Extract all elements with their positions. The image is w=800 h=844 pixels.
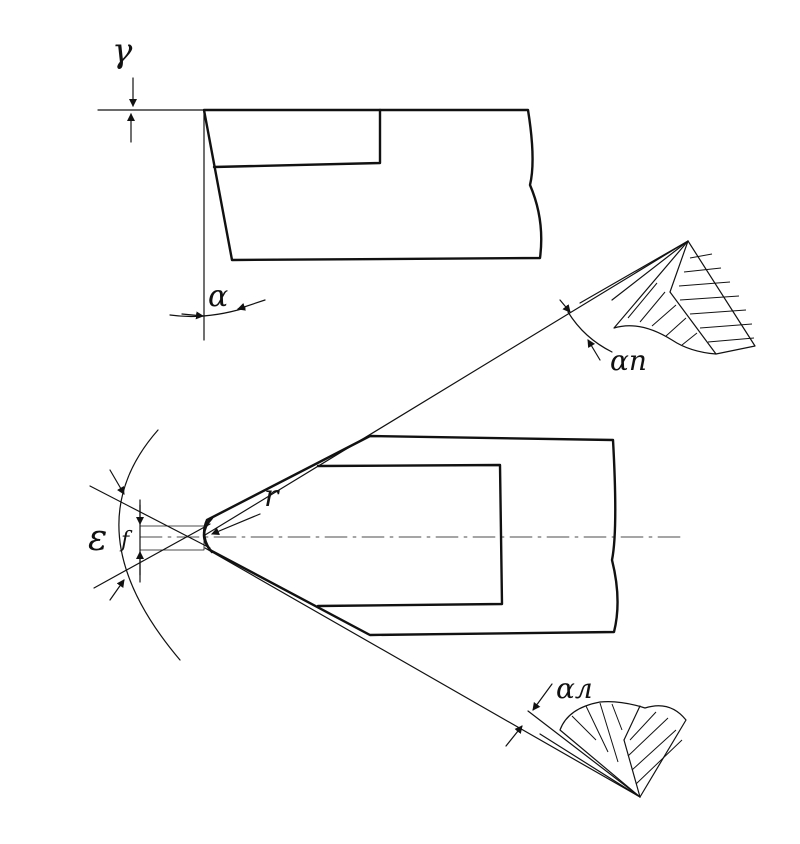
label-alpha-p: αп bbox=[610, 344, 647, 377]
section-secondary-divider-2 bbox=[623, 705, 641, 741]
alpha-arrow-right bbox=[237, 299, 266, 311]
alpha-l-arrow-bottom bbox=[505, 725, 523, 747]
alpha-l-arrow-top bbox=[532, 683, 553, 711]
alpha-p-arrow bbox=[559, 299, 571, 313]
insert-outline bbox=[316, 463, 504, 608]
radius-leader bbox=[211, 513, 261, 535]
section-main-edge: αп bbox=[559, 240, 756, 377]
alpha-p-arrow-2 bbox=[587, 339, 601, 361]
alpha-arrow-left bbox=[181, 311, 204, 320]
label-epsilon: ε bbox=[88, 518, 107, 559]
section-main-divider-2 bbox=[669, 291, 717, 355]
section-secondary-hatching bbox=[571, 702, 683, 785]
section-secondary-edge: αл bbox=[505, 672, 687, 798]
tool-body-outline bbox=[202, 108, 543, 262]
section-main-divider bbox=[669, 240, 689, 293]
epsilon-arc bbox=[118, 429, 181, 661]
secondary-cutting-edge-line bbox=[204, 547, 641, 798]
label-gamma: γ bbox=[112, 31, 133, 71]
crossing-line-2 bbox=[93, 523, 211, 589]
crossing-line-1 bbox=[89, 485, 211, 549]
section-main-outline bbox=[613, 240, 756, 355]
plan-view: f r ε bbox=[88, 240, 689, 798]
side-view: α γ bbox=[97, 31, 543, 341]
label-radius: r bbox=[264, 479, 280, 514]
epsilon-arrow-top bbox=[109, 469, 125, 495]
section-secondary-divider bbox=[623, 739, 641, 798]
section-secondary-outline bbox=[559, 701, 687, 798]
section-main-edge-a bbox=[579, 240, 689, 304]
nose-detail-box bbox=[139, 525, 205, 551]
epsilon-arrow-bottom bbox=[109, 579, 125, 601]
section-main-hatching bbox=[627, 253, 755, 346]
chip-breaker-step bbox=[212, 108, 382, 169]
section-secondary-edge-a bbox=[527, 710, 641, 798]
section-secondary-edge-b bbox=[539, 733, 641, 798]
label-alpha: α bbox=[208, 279, 228, 314]
label-alpha-l: αл bbox=[556, 672, 593, 705]
main-cutting-edge-line bbox=[204, 240, 689, 536]
alpha-p-arc bbox=[567, 311, 613, 353]
section-main-edge-b bbox=[611, 240, 689, 301]
